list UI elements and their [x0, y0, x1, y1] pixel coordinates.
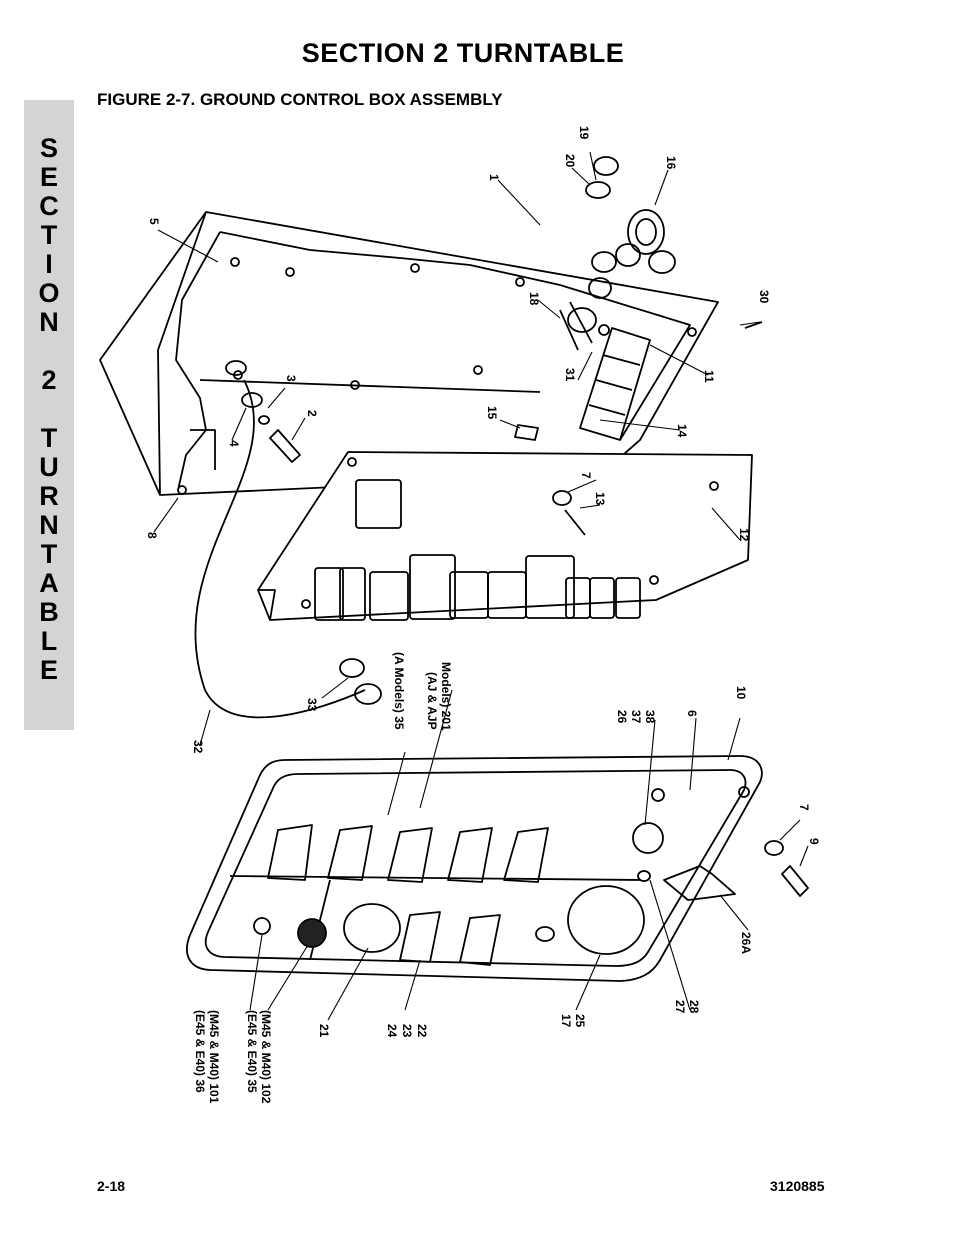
callout-7b: 7	[797, 804, 811, 811]
key-switch	[632, 822, 664, 854]
horn-button	[297, 918, 327, 948]
ground-cable	[194, 379, 366, 719]
callout-6: 6	[685, 710, 699, 717]
callout-9: 9	[807, 838, 821, 845]
callout-17: 17	[559, 1014, 573, 1028]
callout-25: 25	[573, 1014, 587, 1028]
callout-12: 12	[737, 528, 751, 542]
callout-20: 20	[563, 154, 577, 168]
callout-15: 15	[485, 406, 499, 420]
callout-38: 38	[643, 710, 657, 724]
callout-e45-102-line1: (E45 & E40) 35	[245, 1010, 259, 1093]
terminal-blocks	[514, 321, 763, 441]
callout-13: 13	[593, 492, 607, 506]
callout-32: 32	[191, 740, 205, 754]
section-title: SECTION 2 TURNTABLE	[301, 38, 625, 68]
callout-28: 28	[687, 1000, 701, 1014]
callout-24: 24	[385, 1024, 399, 1038]
callout-e45-102-line2: (M45 & M40) 102	[259, 1010, 273, 1104]
callout-19: 19	[577, 126, 591, 140]
side-tab-letter: B	[39, 597, 59, 627]
side-tab-letter: T	[40, 423, 58, 453]
callout-26a: 26A	[739, 932, 753, 954]
callout-5: 5	[147, 218, 161, 225]
callout-11: 11	[702, 370, 716, 383]
figure-title: FIGURE 2-7. GROUND CONTROL BOX ASSEMBLY	[97, 90, 503, 109]
callout-4: 4	[227, 440, 241, 447]
callout-27: 27	[673, 1000, 687, 1014]
side-tab-letter: I	[45, 249, 53, 279]
callout-18: 18	[527, 292, 541, 306]
callout-22: 22	[415, 1024, 429, 1038]
hourmeter-ring	[343, 903, 401, 953]
callout-21: 21	[317, 1024, 331, 1038]
callout-3: 3	[284, 375, 298, 382]
callout-e45-101-line1: (E45 & E40) 36	[193, 1010, 207, 1093]
callout-26: 26	[615, 710, 629, 724]
cable-fittings	[559, 156, 676, 351]
callout-8: 8	[145, 532, 159, 539]
side-tab-letter: L	[40, 626, 58, 656]
callout-2: 2	[305, 410, 319, 417]
side-tab-letter: N	[39, 510, 59, 540]
callout-leaders	[153, 151, 809, 1021]
callout-23: 23	[400, 1024, 414, 1038]
callout-37: 37	[629, 710, 643, 724]
side-tab-letter: N	[39, 307, 59, 337]
document-number: 3120885	[770, 1178, 825, 1194]
cable-lugs	[339, 658, 382, 705]
side-tab-letter: T	[40, 539, 58, 569]
callout-1: 1	[487, 174, 501, 181]
side-tab-letter: A	[39, 568, 59, 598]
callout-aj-models-line2: Models) 201	[439, 662, 453, 731]
side-tab-letter: E	[39, 162, 58, 192]
side-tab-letter: T	[40, 220, 58, 250]
side-tab-letter: S	[39, 133, 58, 163]
side-tab-letter: E	[39, 655, 58, 685]
control-panel-faceplate	[186, 755, 809, 982]
indicator-light	[253, 917, 271, 935]
callout-a-models: (A Models) 35	[392, 652, 406, 730]
callout-16: 16	[664, 156, 678, 170]
callout-31: 31	[563, 368, 577, 382]
key	[663, 865, 736, 901]
side-tab-letter: 2	[41, 365, 57, 395]
callout-e45-101-line2: (M45 & M40) 101	[207, 1010, 221, 1104]
emergency-stop-button	[567, 885, 645, 955]
callout-labels: 1 5 3 2 4 8 19 20 16 30 18 31 11 15 14 7…	[145, 126, 821, 1104]
toggle-switches	[267, 824, 549, 966]
side-tab-letter: O	[38, 278, 60, 308]
side-tab-letter: U	[39, 452, 59, 482]
callout-14: 14	[675, 424, 689, 438]
side-tab-letter: R	[39, 481, 59, 511]
callout-10: 10	[734, 686, 748, 700]
side-tab-letter: C	[39, 191, 59, 221]
callout-aj-models-line1: (AJ & AJP	[425, 672, 439, 730]
callout-7a: 7	[579, 472, 593, 479]
callout-33: 33	[305, 698, 319, 712]
page-number: 2-18	[97, 1178, 126, 1194]
panel-board	[257, 451, 753, 621]
callout-30: 30	[757, 290, 771, 304]
